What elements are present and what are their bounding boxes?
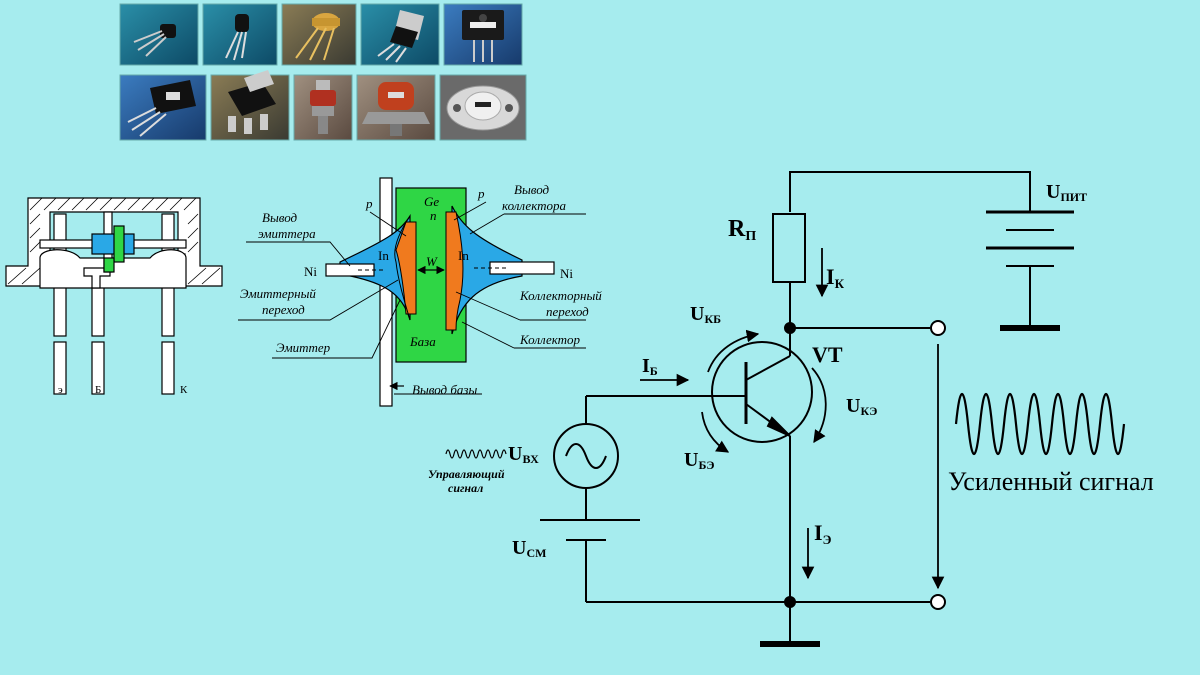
ge-label: Ge bbox=[424, 194, 439, 209]
p-right-label: p bbox=[477, 186, 485, 201]
svg-text:IЭ: IЭ bbox=[814, 520, 832, 547]
ukb-label: U bbox=[690, 303, 704, 325]
ib-sub-label: Б bbox=[650, 364, 658, 378]
output-waveform bbox=[954, 392, 1126, 456]
upit-label: U bbox=[1046, 181, 1060, 203]
p-left-label: p bbox=[365, 196, 373, 211]
base-lead-label: Вывод базы bbox=[412, 382, 477, 397]
uvx-sub-label: ВХ bbox=[522, 452, 539, 466]
control-signal-label-1: Управляющий bbox=[428, 467, 505, 481]
in-left-label: In bbox=[378, 248, 389, 263]
photo-dpak-smd bbox=[210, 70, 290, 141]
control-signal-label-2: сигнал bbox=[448, 481, 483, 495]
ukb-sub-label: КБ bbox=[704, 312, 721, 326]
collector-lead-label-2: коллектора bbox=[502, 198, 566, 213]
photo-grid bbox=[119, 3, 527, 141]
emitter-label: Эмиттер bbox=[276, 340, 331, 355]
w-label: W bbox=[426, 254, 438, 269]
svg-text:UПИТ: UПИТ bbox=[1046, 181, 1087, 204]
in-right-label: In bbox=[458, 248, 469, 263]
photo-to92 bbox=[202, 3, 278, 66]
svg-text:IК: IК bbox=[826, 264, 845, 291]
collector-indium bbox=[451, 205, 523, 335]
ube-sub-label: БЭ bbox=[698, 458, 714, 472]
uvx-label: U bbox=[508, 443, 522, 465]
ik-label: I bbox=[826, 264, 835, 289]
ib-label: I bbox=[642, 355, 650, 377]
lead-b-label: Б bbox=[95, 384, 101, 396]
vt-label: VT bbox=[812, 342, 843, 367]
amplified-signal-label: Усиленный сигнал bbox=[948, 467, 1154, 496]
lead-k-label: К bbox=[180, 384, 188, 396]
svg-text:UСМ: UСМ bbox=[512, 537, 546, 560]
svg-text:IБ: IБ bbox=[642, 355, 658, 378]
photo-to92-small bbox=[119, 3, 199, 66]
photo-to220-angled bbox=[119, 74, 207, 141]
emitter-lead-label-2: эмиттера bbox=[258, 226, 316, 241]
collector-label: Коллектор bbox=[519, 332, 581, 347]
ik-sub-label: К bbox=[835, 276, 845, 291]
n-label: n bbox=[430, 208, 437, 223]
uke-sub-label: КЭ bbox=[860, 404, 877, 418]
ni-left-label: Ni bbox=[304, 264, 317, 279]
collector-junction-label-2: переход bbox=[546, 304, 589, 319]
photo-to39-gold bbox=[281, 3, 357, 66]
collector-junction-label-1: Коллекторный bbox=[519, 288, 602, 303]
emitter-junction-label-2: переход bbox=[262, 302, 305, 317]
lead-e-label: э bbox=[58, 384, 63, 396]
r-sub-label: П bbox=[745, 229, 756, 244]
package-cross-section: э Б К bbox=[5, 197, 223, 396]
ie-sub-label: Э bbox=[823, 532, 832, 547]
svg-text:UБЭ: UБЭ bbox=[684, 449, 715, 472]
uke-label: U bbox=[846, 395, 860, 417]
ni-right-label: Ni bbox=[560, 266, 573, 281]
amplifier-circuit bbox=[540, 171, 1074, 647]
photo-stud-flange bbox=[356, 74, 436, 141]
emitter-lead-label-1: Вывод bbox=[262, 210, 298, 225]
ucm-sub-label: СМ bbox=[526, 546, 546, 560]
photo-stud-red bbox=[293, 74, 353, 141]
svg-text:UКЭ: UКЭ bbox=[846, 395, 877, 418]
svg-text:RП: RП bbox=[728, 216, 756, 244]
ucm-label: U bbox=[512, 537, 526, 559]
collector-lead-label-1: Вывод bbox=[514, 182, 550, 197]
collector-junction-layer bbox=[445, 211, 464, 331]
svg-text:UКБ: UКБ bbox=[690, 303, 721, 326]
photo-to220 bbox=[360, 3, 440, 66]
input-waveform bbox=[445, 449, 507, 459]
upit-sub-label: ПИТ bbox=[1060, 190, 1087, 204]
ube-label: U bbox=[684, 449, 698, 471]
base-label: База bbox=[409, 334, 436, 349]
emitter-junction-layer bbox=[395, 221, 417, 315]
svg-text:UВХ: UВХ bbox=[508, 443, 539, 466]
emitter-junction-label-1: Эмиттерный bbox=[240, 286, 316, 301]
photo-to3p bbox=[443, 3, 523, 66]
r-label: R bbox=[728, 216, 746, 242]
ie-label: I bbox=[814, 520, 823, 545]
junction-structure: Ge n p p In In Ni Ni W База Вывод эмитте… bbox=[238, 177, 602, 407]
photo-to3-metal bbox=[439, 74, 527, 141]
